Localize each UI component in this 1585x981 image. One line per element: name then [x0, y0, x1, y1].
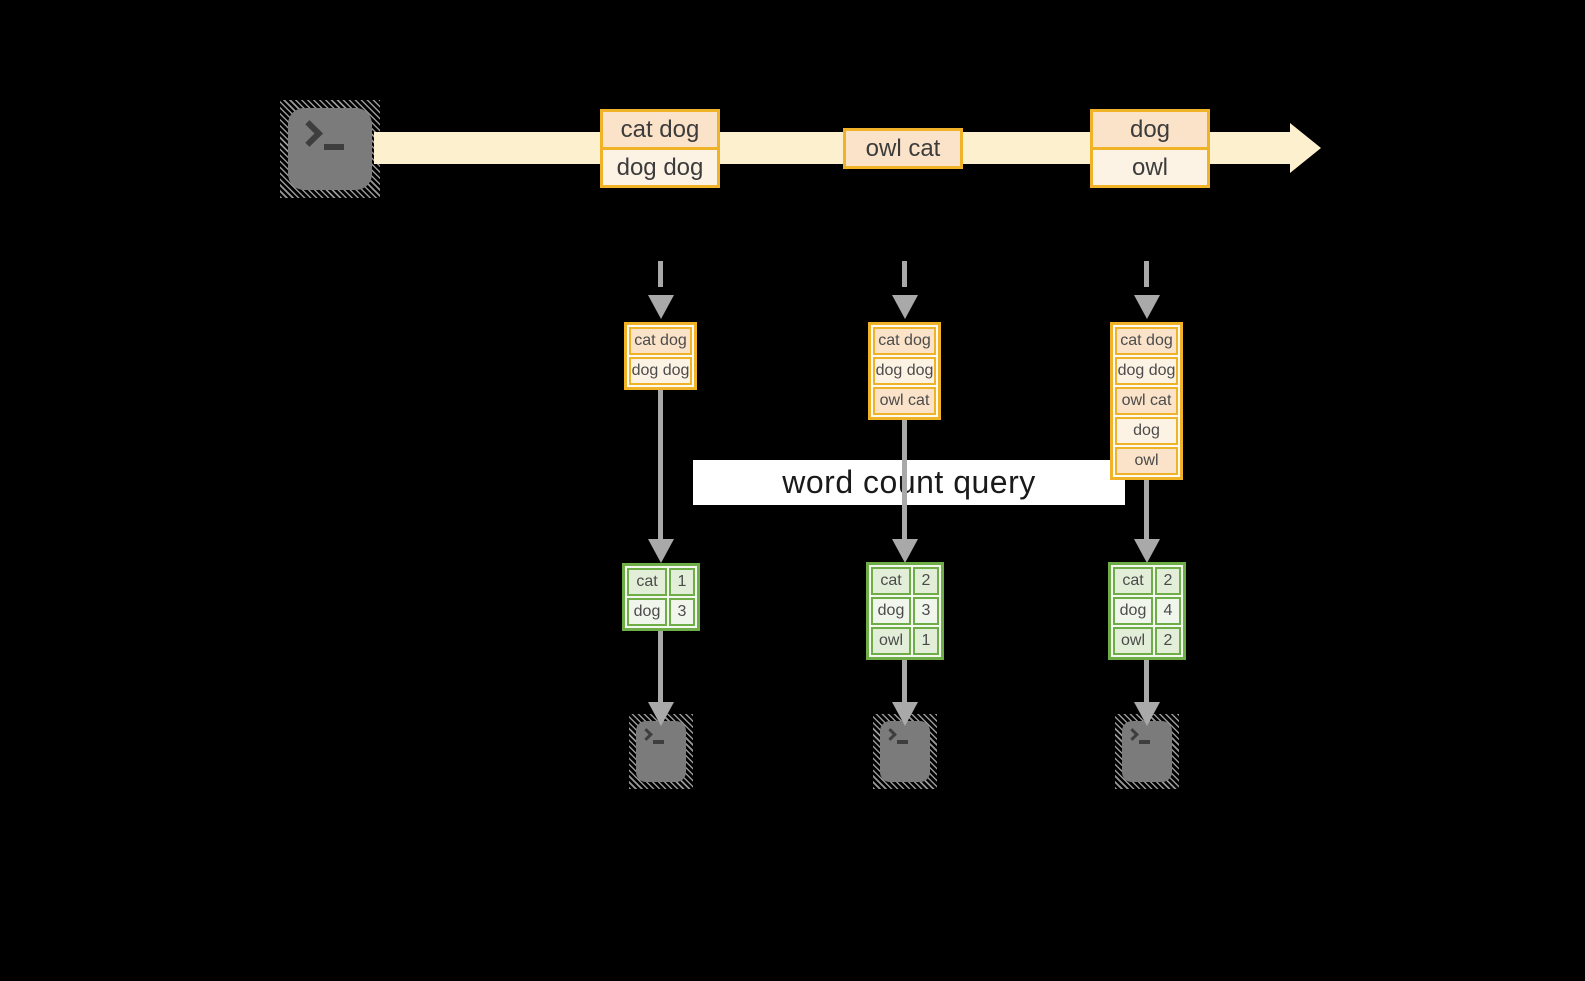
terminal-prompt-chevron-icon: [640, 728, 653, 741]
sink-terminal-icon-1: [629, 714, 693, 789]
terminal-prompt-underscore-icon: [653, 740, 664, 744]
count-value-cell: 1: [913, 627, 939, 655]
count-value-cell: 3: [669, 598, 695, 626]
buffer-row: dog dog: [629, 357, 692, 385]
count-word-cell: owl: [1113, 627, 1153, 655]
terminal-body: [636, 721, 686, 782]
stream-batch-1: cat dog dog dog: [600, 109, 720, 188]
count-row: owl 2: [1113, 627, 1181, 655]
input-buffer-table-2: cat dog dog dog owl cat: [868, 322, 941, 420]
buffer-row: cat dog: [873, 327, 936, 355]
buffer-row: cat dog: [629, 327, 692, 355]
word-count-query-banner: word count query: [693, 460, 1125, 505]
buffer-row: dog dog: [873, 357, 936, 385]
ingest-arrow-dash-2: [902, 261, 907, 287]
terminal-prompt-chevron-icon: [884, 728, 897, 741]
stream-batch-3: dog owl: [1090, 109, 1210, 188]
batch-line: dog: [1093, 112, 1207, 147]
count-row: cat 2: [871, 567, 939, 595]
stream-arrow-head: [1290, 123, 1321, 173]
ingest-arrow-head-3: [1134, 295, 1160, 319]
count-word-cell: dog: [1113, 597, 1153, 625]
count-row: dog 3: [627, 598, 695, 626]
batch-line: owl: [1093, 150, 1207, 185]
query-arrow-line-1: [658, 390, 663, 540]
input-buffer-table-3: cat dog dog dog owl cat dog owl: [1110, 322, 1183, 480]
query-arrow-head-1: [648, 539, 674, 563]
batch-line: cat dog: [603, 112, 717, 147]
query-arrow-head-3: [1134, 539, 1160, 563]
query-arrow-head-2: [892, 539, 918, 563]
ingest-arrow-dash-1: [658, 261, 663, 287]
terminal-prompt-chevron-icon: [1126, 728, 1139, 741]
output-arrow-head-3: [1134, 702, 1160, 726]
count-table-2: cat 2 dog 3 owl 1: [866, 562, 944, 660]
output-arrow-line-2: [902, 660, 907, 704]
query-arrow-line-2: [902, 420, 907, 540]
count-row: dog 4: [1113, 597, 1181, 625]
output-arrow-head-2: [892, 702, 918, 726]
count-value-cell: 4: [1155, 597, 1181, 625]
count-word-cell: owl: [871, 627, 911, 655]
output-arrow-line-3: [1144, 660, 1149, 704]
terminal-body: [880, 721, 930, 782]
count-row: cat 2: [1113, 567, 1181, 595]
count-row: dog 3: [871, 597, 939, 625]
count-value-cell: 2: [1155, 567, 1181, 595]
sink-terminal-icon-3: [1115, 714, 1179, 789]
buffer-row: cat dog: [1115, 327, 1178, 355]
output-arrow-head-1: [648, 702, 674, 726]
buffer-row: owl cat: [873, 387, 936, 415]
count-table-3: cat 2 dog 4 owl 2: [1108, 562, 1186, 660]
count-word-cell: cat: [627, 568, 667, 596]
batch-line: dog dog: [603, 150, 717, 185]
ingest-arrow-head-2: [892, 295, 918, 319]
count-row: owl 1: [871, 627, 939, 655]
count-value-cell: 2: [1155, 627, 1181, 655]
count-word-cell: cat: [1113, 567, 1153, 595]
ingest-arrow-head-1: [648, 295, 674, 319]
count-value-cell: 3: [913, 597, 939, 625]
stream-batch-2: owl cat: [843, 128, 963, 169]
terminal-body: [1122, 721, 1172, 782]
query-arrow-line-3: [1144, 480, 1149, 540]
count-row: cat 1: [627, 568, 695, 596]
terminal-prompt-chevron-icon: [296, 120, 323, 147]
count-value-cell: 2: [913, 567, 939, 595]
word-count-query-label: word count query: [782, 464, 1036, 500]
terminal-prompt-underscore-icon: [897, 740, 908, 744]
buffer-row: owl cat: [1115, 387, 1178, 415]
ingest-arrow-dash-3: [1144, 261, 1149, 287]
output-arrow-line-1: [658, 631, 663, 704]
count-word-cell: cat: [871, 567, 911, 595]
input-buffer-table-1: cat dog dog dog: [624, 322, 697, 390]
terminal-prompt-underscore-icon: [324, 144, 344, 150]
buffer-row: dog: [1115, 417, 1178, 445]
count-table-1: cat 1 dog 3: [622, 563, 700, 631]
batch-line: owl cat: [846, 131, 960, 166]
count-word-cell: dog: [627, 598, 667, 626]
buffer-row: owl: [1115, 447, 1178, 475]
count-word-cell: dog: [871, 597, 911, 625]
count-value-cell: 1: [669, 568, 695, 596]
source-terminal-icon: [280, 100, 380, 198]
terminal-prompt-underscore-icon: [1139, 740, 1150, 744]
sink-terminal-icon-2: [873, 714, 937, 789]
terminal-body: [288, 108, 372, 190]
buffer-row: dog dog: [1115, 357, 1178, 385]
